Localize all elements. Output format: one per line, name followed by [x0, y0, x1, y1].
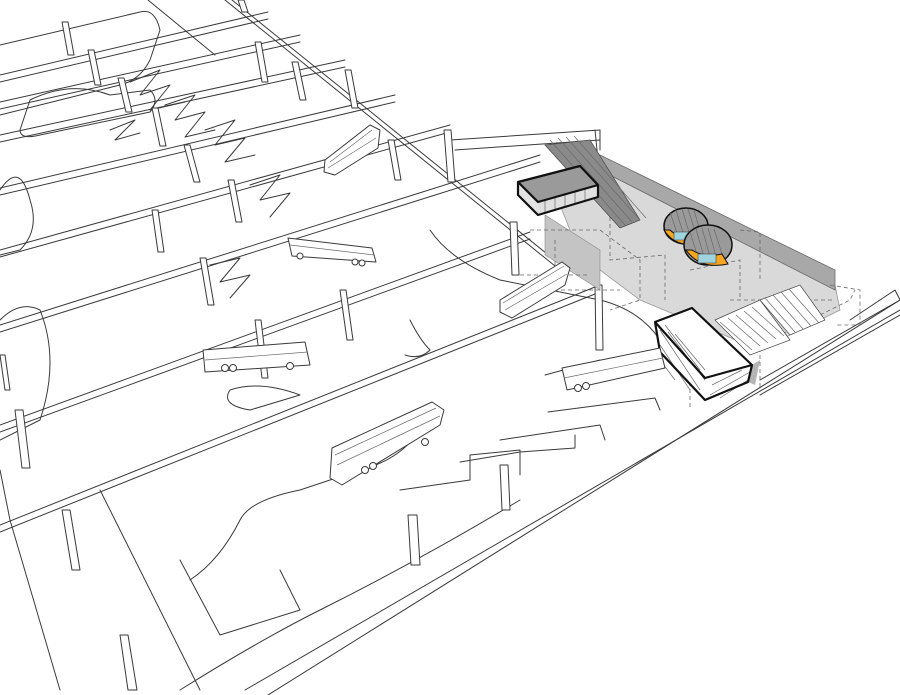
column — [151, 107, 167, 147]
column — [387, 139, 402, 181]
column — [291, 61, 307, 101]
column — [509, 221, 520, 276]
bus-6 — [329, 401, 445, 486]
column — [61, 509, 81, 571]
entry-pavilion-south — [653, 306, 760, 402]
column — [254, 41, 269, 83]
column — [443, 129, 456, 183]
column — [339, 289, 354, 341]
column — [119, 634, 138, 691]
entry-pavilion-north — [516, 164, 600, 217]
bus-2 — [287, 237, 377, 267]
column — [499, 464, 511, 511]
column — [237, 0, 249, 13]
column — [61, 21, 75, 56]
columns — [0, 0, 604, 691]
bus-3 — [499, 261, 571, 319]
column — [199, 257, 215, 306]
column — [594, 284, 604, 351]
bus-1 — [323, 124, 381, 176]
bus-5 — [561, 347, 666, 392]
column — [183, 144, 201, 183]
column — [151, 209, 165, 253]
column — [87, 49, 102, 86]
column — [117, 77, 133, 113]
bus-4 — [202, 341, 311, 373]
column — [14, 409, 31, 469]
escalator-bank-south — [714, 284, 826, 356]
column — [227, 179, 243, 223]
column — [0, 354, 11, 391]
pod-south — [683, 224, 733, 266]
column — [407, 514, 421, 566]
column — [344, 69, 359, 109]
